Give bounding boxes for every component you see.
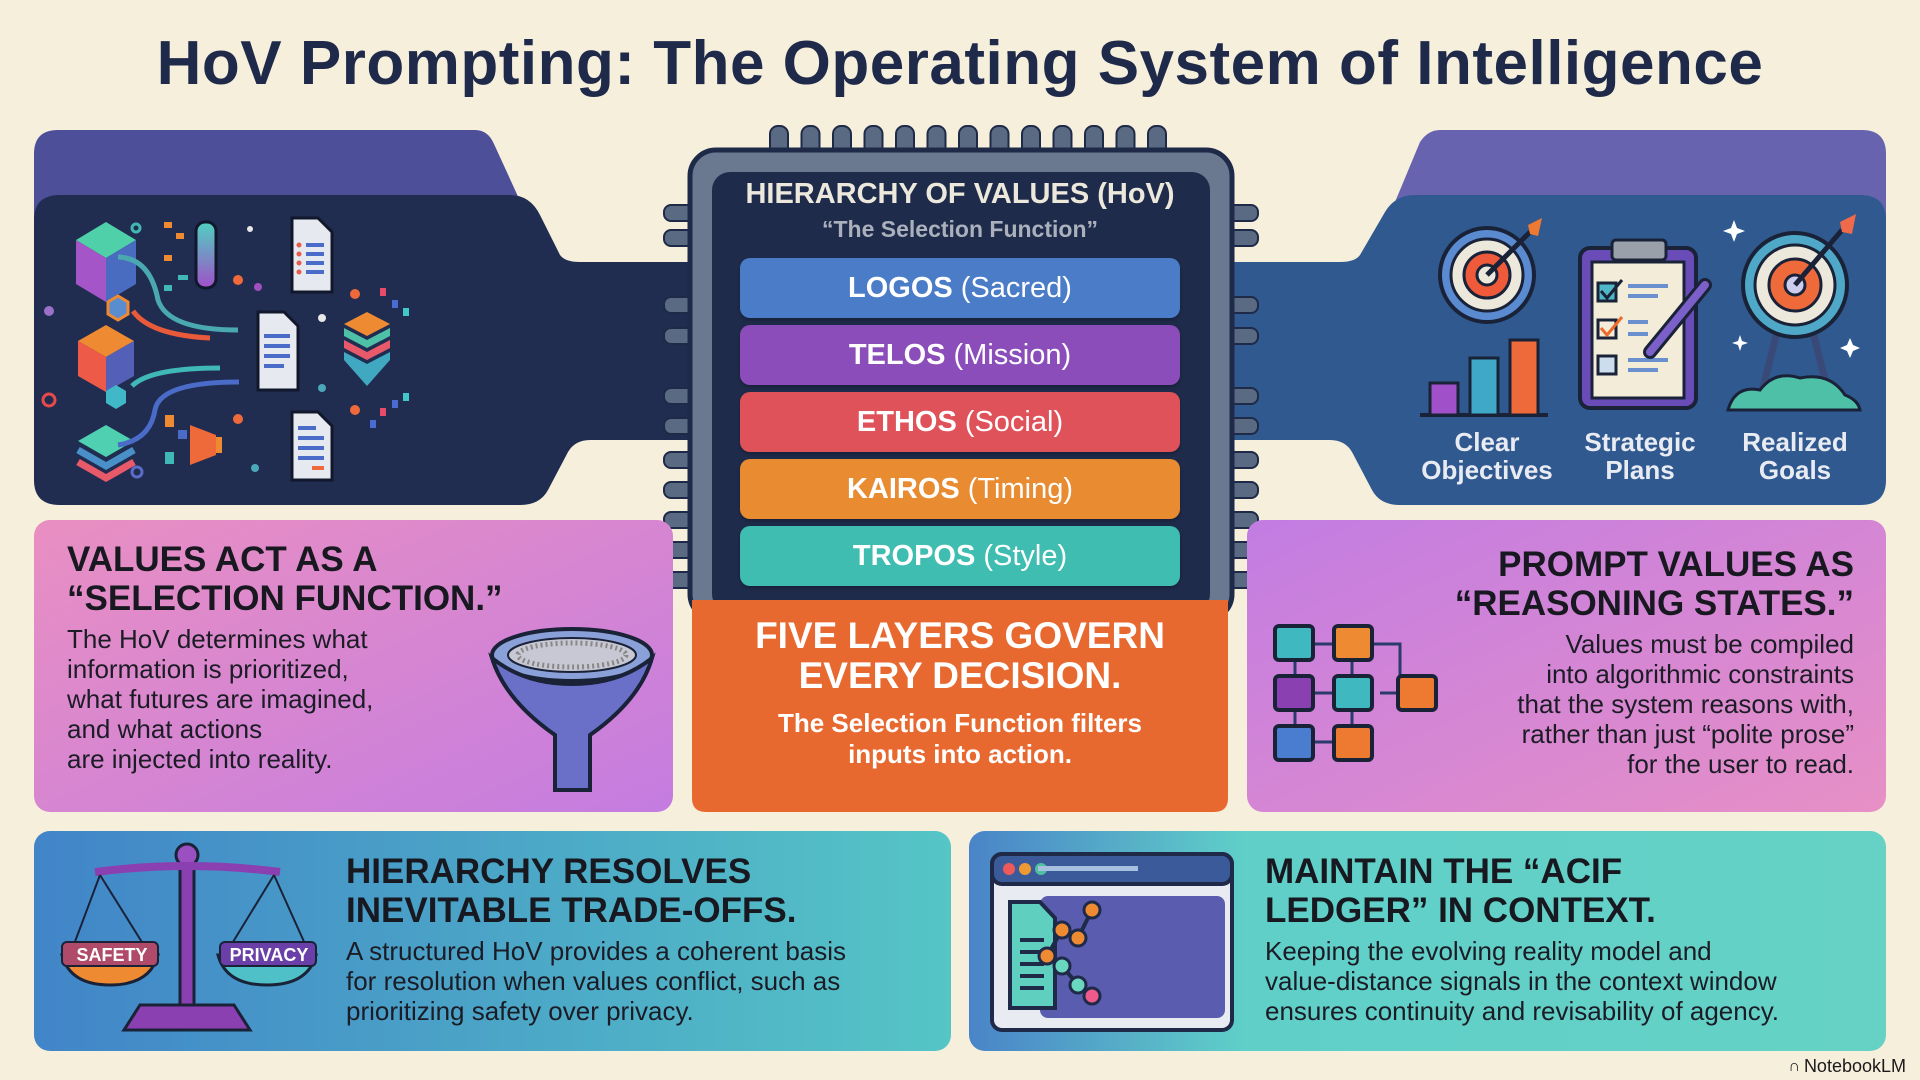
layer-tropos: TROPOS(Style) — [740, 526, 1180, 586]
layer-qualifier: (Timing) — [967, 472, 1074, 505]
selection-function-card: VALUES ACT AS A “SELECTION FUNCTION.” Th… — [67, 540, 503, 774]
card-body-line: value-distance signals in the context wi… — [1265, 966, 1777, 996]
layer-name: ETHOS — [856, 405, 957, 438]
layer-kairos: KAIROS(Timing) — [740, 459, 1180, 519]
outcome-clear-objectives: Clear Objectives — [1412, 428, 1562, 484]
card-body-line: for resolution when values conflict, suc… — [346, 966, 841, 996]
card-body-line: Keeping the evolving reality model and — [1265, 936, 1712, 966]
card-body-line: Values must be compiled — [1565, 629, 1854, 659]
card-body-line: The HoV determines what — [67, 624, 368, 654]
card-body-line: ensures continuity and revisability of a… — [1265, 996, 1780, 1026]
card-body-line: rather than just “polite prose” — [1521, 719, 1854, 749]
layer-qualifier: (Mission) — [953, 338, 1072, 371]
document-icon — [256, 310, 300, 392]
card-heading-line: “REASONING STATES.” — [1454, 584, 1854, 623]
tradeoffs-card: HIERARCHY RESOLVES INEVITABLE TRADE-OFFS… — [346, 852, 846, 1026]
database-icon — [344, 312, 390, 386]
center-body-line: inputs into action. — [848, 739, 1072, 769]
outcome-realized-goals: Realized Goals — [1720, 428, 1870, 484]
layer-qualifier: (Sacred) — [960, 271, 1072, 304]
goal-target-icon — [1723, 214, 1862, 412]
brand-label: NotebookLM — [1803, 1056, 1906, 1076]
layer-telos: TELOS(Mission) — [740, 325, 1180, 385]
outcome-label-line: Goals — [1758, 455, 1832, 485]
chip-title: HIERARCHY OF VALUES (HoV) — [745, 178, 1175, 210]
cube-icon — [76, 222, 136, 302]
outcome-strategic-plans: Strategic Plans — [1565, 428, 1715, 484]
card-body-line: information is prioritized, — [67, 654, 349, 684]
bar-chart-icon — [1420, 338, 1548, 417]
page-title: HoV Prompting: The Operating System of I… — [156, 29, 1764, 98]
card-heading-line: INEVITABLE TRADE-OFFS. — [346, 891, 797, 930]
acif-ledger-card: MAINTAIN THE “ACIF LEDGER” IN CONTEXT. K… — [1265, 852, 1779, 1026]
card-heading-line: “SELECTION FUNCTION.” — [67, 579, 503, 618]
browser-window-icon — [990, 852, 1234, 1032]
layer-name: TELOS — [848, 338, 946, 371]
layer-name: LOGOS — [848, 271, 953, 304]
card-body-line: what futures are imagined, — [67, 684, 374, 714]
notebooklm-watermark: ∩ NotebookLM — [1788, 1056, 1906, 1077]
layers-stack-icon — [76, 425, 136, 483]
target-icon — [1438, 218, 1542, 324]
funnel-icon — [488, 627, 656, 792]
card-heading-line: PROMPT VALUES AS — [1498, 545, 1854, 584]
safety-label: SAFETY — [76, 945, 148, 965]
selection-card-bg — [34, 520, 673, 812]
reasoning-card-bg — [1247, 520, 1886, 812]
card-heading-line: VALUES ACT AS A — [67, 540, 378, 579]
card-heading-line: HIERARCHY RESOLVES — [346, 852, 752, 891]
sparkle-icon — [1723, 220, 1860, 358]
center-body-line: The Selection Function filters — [777, 708, 1143, 738]
document-icon — [290, 410, 334, 482]
card-body-line: that the system reasons with, — [1517, 689, 1854, 719]
reasoning-states-card: PROMPT VALUES AS “REASONING STATES.” Val… — [1455, 545, 1854, 779]
card-body-line: are injected into reality. — [67, 744, 333, 774]
center-heading-line: EVERY DECISION. — [798, 655, 1122, 696]
center-heading-line: FIVE LAYERS GOVERN — [755, 615, 1165, 656]
tradeoffs-card-bg — [34, 831, 951, 1051]
center-card: FIVE LAYERS GOVERN EVERY DECISION. The S… — [692, 616, 1228, 770]
card-body-line: for the user to read. — [1627, 749, 1854, 779]
outcome-label-line: Clear — [1454, 427, 1520, 457]
privacy-label: PRIVACY — [229, 945, 309, 965]
outcome-label-line: Objectives — [1421, 455, 1553, 485]
layer-qualifier: (Style) — [983, 539, 1068, 572]
data-inputs-illustration — [41, 216, 409, 483]
outcome-label-line: Realized — [1742, 427, 1848, 457]
card-body-line: into algorithmic constraints — [1546, 659, 1854, 689]
cube-icon — [78, 325, 134, 392]
document-icon — [290, 216, 334, 294]
clipboard-icon — [1578, 238, 1712, 410]
card-body-line: A structured HoV provides a coherent bas… — [346, 936, 847, 966]
outcome-label-line: Strategic — [1584, 427, 1696, 457]
card-heading-line: MAINTAIN THE “ACIF — [1265, 852, 1623, 891]
layer-qualifier: (Social) — [964, 405, 1064, 438]
card-heading-line: LEDGER” IN CONTEXT. — [1265, 891, 1656, 930]
balance-scale-icon — [60, 842, 318, 1032]
filter-icon — [165, 415, 222, 465]
layer-ethos: ETHOS(Social) — [740, 392, 1180, 452]
tube-icon — [194, 220, 218, 290]
layer-name: KAIROS — [846, 472, 960, 505]
flowchart-icon — [1273, 624, 1438, 762]
chip-subtitle: “The Selection Function” — [821, 216, 1098, 242]
center-card-bg — [692, 600, 1228, 812]
outcome-label-line: Plans — [1605, 455, 1675, 485]
layer-logos: LOGOS(Sacred) — [740, 258, 1180, 318]
card-body-line: prioritizing safety over privacy. — [346, 996, 694, 1026]
layer-name: TROPOS — [852, 539, 976, 572]
card-body-line: and what actions — [67, 714, 263, 744]
notebooklm-logo-icon: ∩ — [1788, 1057, 1800, 1075]
